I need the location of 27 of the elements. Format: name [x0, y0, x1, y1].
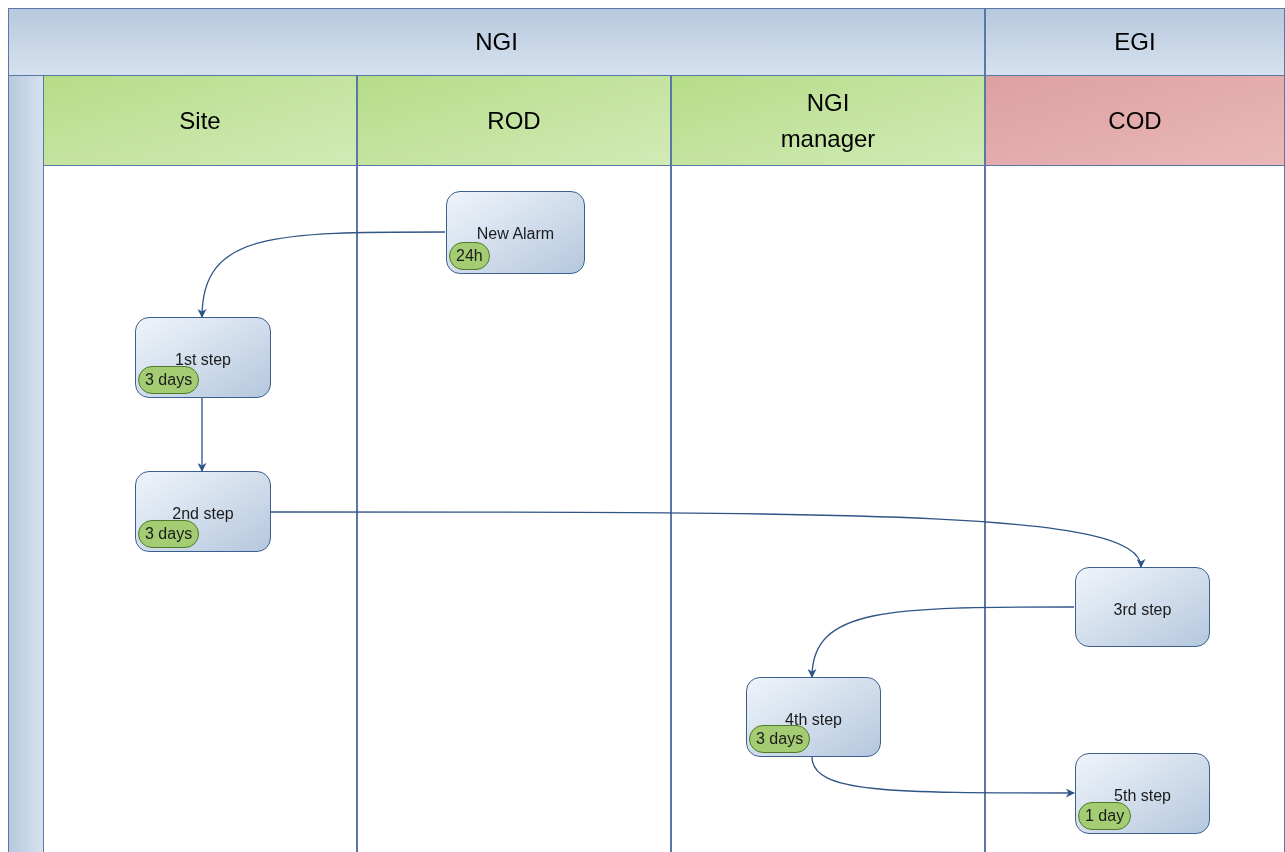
process-box	[446, 191, 585, 274]
process-box	[1075, 753, 1210, 834]
arrow	[808, 606, 1075, 678]
step-label: 3rd step	[1112, 600, 1173, 620]
process-box	[746, 677, 881, 757]
pool-header: EGI	[985, 8, 1285, 76]
lane-header: COD	[986, 76, 1284, 166]
arrow	[811, 756, 1075, 798]
pool-header: NGI	[8, 8, 985, 76]
arrow	[198, 231, 446, 318]
step-label: New Alarm	[475, 224, 556, 244]
duration-badge: 3 days	[138, 366, 200, 394]
duration-badge: 24h	[449, 242, 490, 270]
lane-header: ROD	[358, 76, 670, 166]
swimlane	[985, 76, 1285, 852]
process-box	[1075, 567, 1210, 647]
lane-header: NGI manager	[672, 76, 984, 166]
lane-header: Site	[44, 76, 356, 166]
swimlane	[43, 76, 357, 852]
duration-badge: 1 day	[1078, 802, 1132, 830]
swimlane	[671, 76, 985, 852]
arrow	[197, 397, 207, 472]
process-box	[135, 317, 271, 398]
swimlane	[357, 76, 671, 852]
duration-badge: 3 days	[138, 520, 200, 548]
process-box	[135, 471, 271, 552]
duration-badge: 3 days	[749, 725, 811, 753]
